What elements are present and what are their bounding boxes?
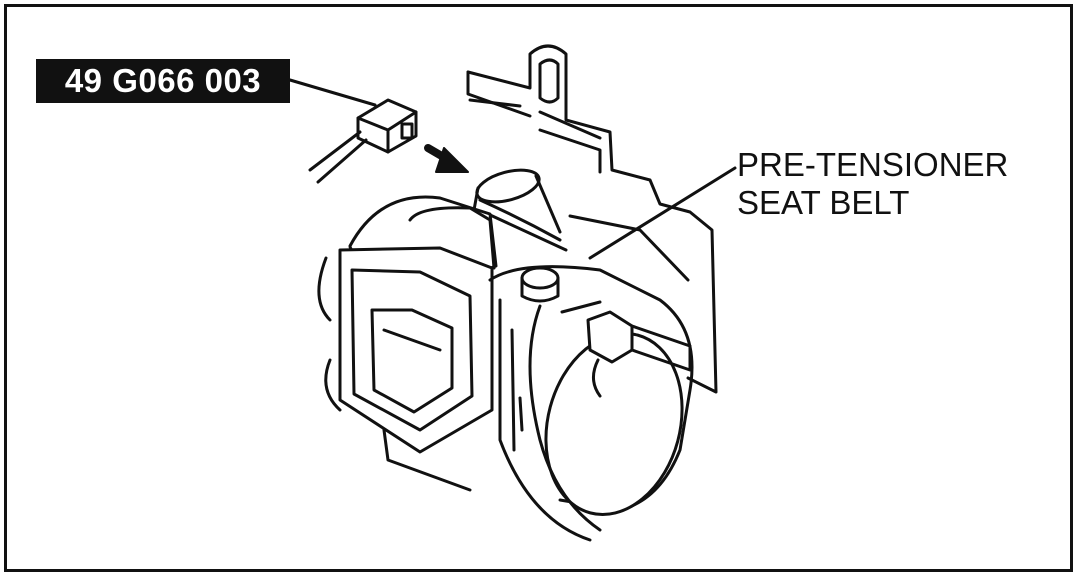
component-label-line2: SEAT BELT bbox=[737, 184, 910, 221]
tool-number-label: 49 G066 003 bbox=[36, 59, 290, 103]
component-label-line1: PRE-TENSIONER bbox=[737, 146, 1009, 183]
mounting-bracket bbox=[466, 44, 718, 394]
tool-leader-line bbox=[288, 78, 377, 107]
component-leader-line bbox=[588, 166, 737, 260]
component-callout: PRE-TENSIONER SEAT BELT bbox=[737, 146, 1008, 222]
direction-arrow-icon bbox=[424, 144, 469, 173]
retractor-body bbox=[317, 168, 694, 542]
connector-tool-icon bbox=[308, 98, 418, 184]
